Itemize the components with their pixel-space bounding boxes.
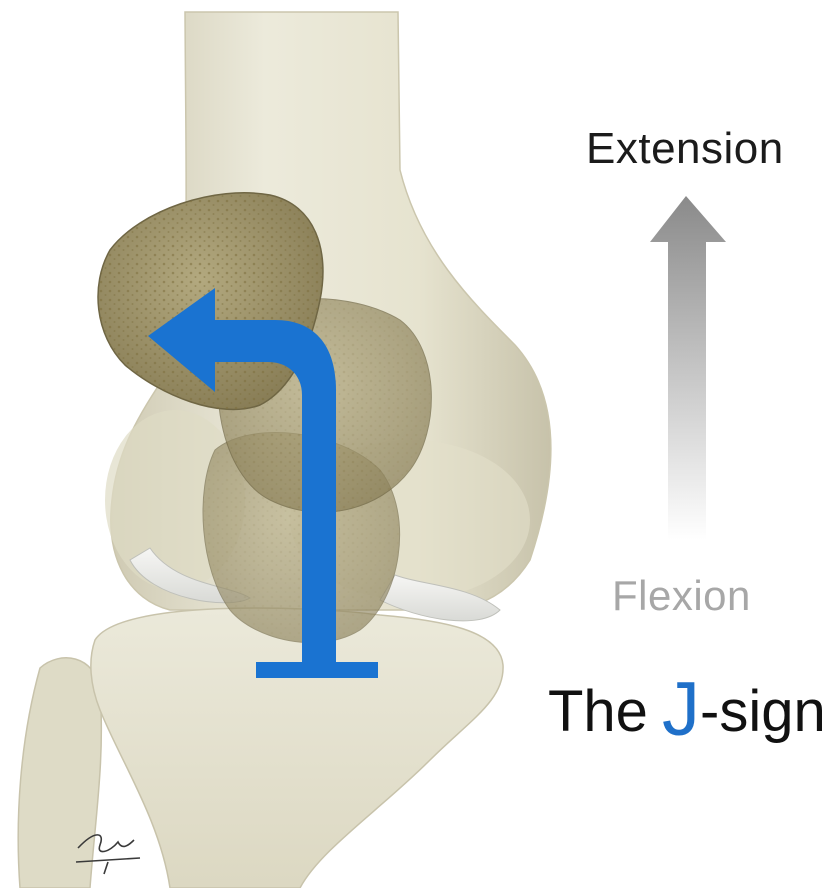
jsign-letter: J bbox=[662, 666, 700, 753]
jsign-prefix: The bbox=[548, 678, 648, 745]
gradient-up-arrow-icon bbox=[650, 196, 726, 540]
jsign-suffix: -sign bbox=[700, 678, 822, 745]
tibia bbox=[91, 608, 503, 888]
flexion-label: Flexion bbox=[612, 572, 751, 620]
extension-label: Extension bbox=[586, 124, 784, 174]
jsign-title: The J -sign bbox=[548, 672, 820, 762]
fibula bbox=[18, 658, 101, 888]
